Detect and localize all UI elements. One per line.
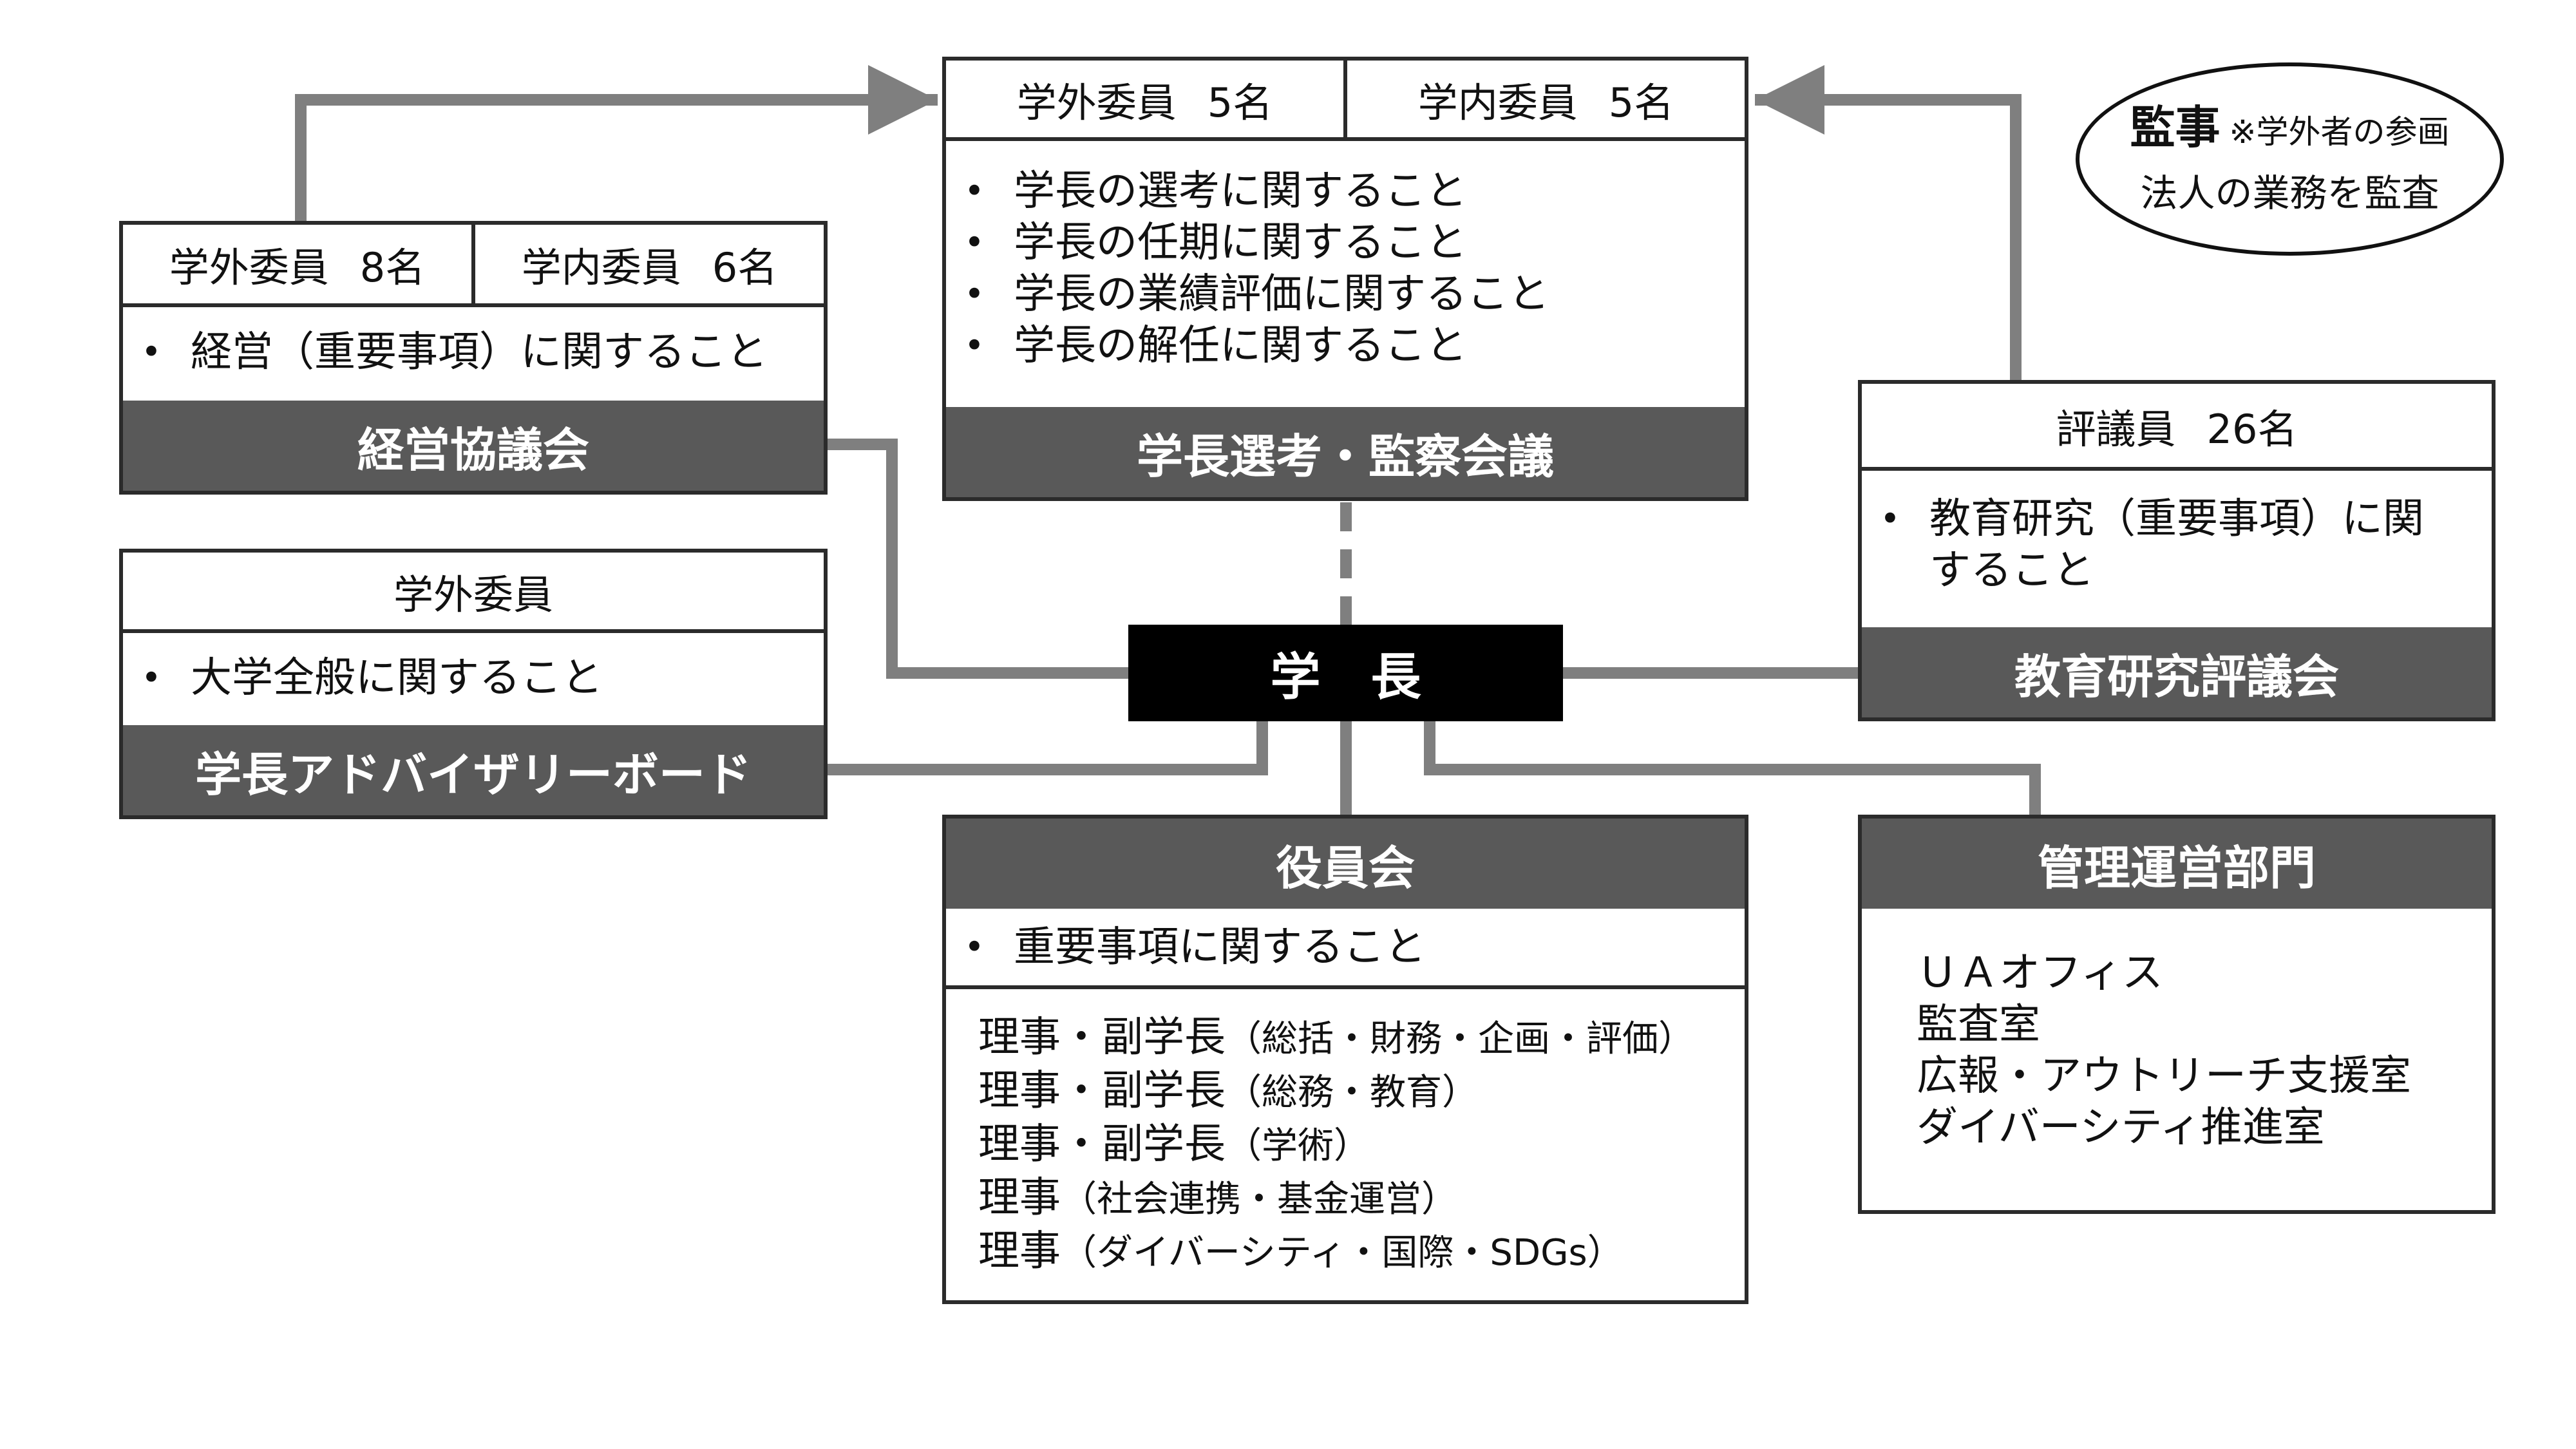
member-cell-external: 学外委員 5名 xyxy=(946,61,1343,137)
member-cell-internal: 学内委員 5名 xyxy=(1343,61,1745,137)
list-item: 学長の選考に関すること xyxy=(946,166,1745,217)
line-president-to-admin xyxy=(1424,721,2041,818)
member-role: 理事・副学長 xyxy=(978,1067,1226,1115)
member-count: 6名 xyxy=(712,244,778,291)
member-role: 理事 xyxy=(978,1227,1061,1275)
member-count: 26名 xyxy=(2206,405,2298,453)
education-council-items: 教育研究（重要事項）に関すること xyxy=(1862,471,2492,596)
list-item: 重要事項に関すること xyxy=(946,922,1745,973)
admin-dept-box: 管理運営部門 ＵＡオフィス 監査室 広報・アウトリーチ支援室 ダイバーシティ推進… xyxy=(1858,815,2496,1214)
member-cell-internal: 学内委員 6名 xyxy=(471,225,824,303)
line-advisory-to-president xyxy=(828,721,1268,775)
member-portfolio: （総務・教育） xyxy=(1226,1072,1478,1113)
member-line: 理事・副学長（総括・財務・企画・評価） xyxy=(978,1012,1694,1065)
advisory-board-box: 学外委員 大学全般に関すること 学長アドバイザリーボード xyxy=(119,549,828,819)
auditor-heading: 監事※学外者の参画 xyxy=(2130,100,2450,167)
management-council-title: 経営協議会 xyxy=(123,401,824,491)
management-council-members: 学外委員 8名 学内委員 6名 xyxy=(123,225,824,307)
education-council-box: 評議員 26名 教育研究（重要事項）に関すること 教育研究評議会 xyxy=(1858,380,2496,721)
member-line: 理事（社会連携・基金運営） xyxy=(978,1172,1694,1226)
management-council-items: 経営（重要事項）に関すること xyxy=(123,307,824,378)
arrow-education-to-selection xyxy=(1755,65,2022,380)
member-cell-external: 学外委員 8名 xyxy=(123,225,471,303)
member-portfolio: （学術） xyxy=(1226,1125,1370,1167)
arrow-management-to-selection xyxy=(295,65,938,222)
admin-dept-offices: ＵＡオフィス 監査室 広報・アウトリーチ支援室 ダイバーシティ推進室 xyxy=(1917,947,2411,1153)
auditor-note: ※学外者の参画 xyxy=(2229,113,2450,151)
president-box: 学 長 xyxy=(1128,625,1563,721)
advisory-board-items: 大学全般に関すること xyxy=(123,633,824,704)
member-portfolio: （社会連携・基金運営） xyxy=(1061,1179,1457,1220)
list-item: 学長の業績評価に関すること xyxy=(946,269,1745,320)
member-role: 理事 xyxy=(978,1174,1061,1222)
executive-board-items-row: 重要事項に関すること xyxy=(946,909,1745,989)
office-item: ダイバーシティ推進室 xyxy=(1917,1104,2325,1151)
member-line: 理事（ダイバーシティ・国際・SDGs） xyxy=(978,1226,1694,1279)
member-label: 学内委員 xyxy=(521,244,681,291)
member-cell: 評議員 26名 xyxy=(1862,384,2492,467)
member-label: 学内委員 xyxy=(1417,79,1578,126)
office-item: ＵＡオフィス xyxy=(1917,949,2163,997)
list-item: 学長の任期に関すること xyxy=(946,217,1745,269)
list-item: 大学全般に関すること xyxy=(123,652,824,704)
member-portfolio: （総括・財務・企画・評価） xyxy=(1226,1018,1694,1060)
management-council-box: 学外委員 8名 学内委員 6名 経営（重要事項）に関すること 経営協議会 xyxy=(119,221,828,495)
member-role: 理事・副学長 xyxy=(978,1121,1226,1168)
member-cell-external: 学外委員 xyxy=(393,571,553,618)
member-count: 5名 xyxy=(1207,79,1273,126)
auditor-ellipse: 監事※学外者の参画 法人の業務を監査 xyxy=(2076,62,2504,256)
list-item: 教育研究（重要事項）に関すること xyxy=(1862,493,2459,596)
executive-board-members: 理事・副学長（総括・財務・企画・評価） 理事・副学長（総務・教育） 理事・副学長… xyxy=(978,1012,1694,1279)
executive-board-box: 役員会 重要事項に関すること 理事・副学長（総括・財務・企画・評価） 理事・副学… xyxy=(942,815,1748,1304)
admin-dept-title: 管理運営部門 xyxy=(1862,819,2492,909)
office-item: 広報・アウトリーチ支援室 xyxy=(1917,1052,2411,1100)
member-role: 理事・副学長 xyxy=(978,1014,1226,1061)
selection-council-title: 学長選考・監察会議 xyxy=(946,407,1745,497)
selection-council-items: 学長の選考に関すること 学長の任期に関すること 学長の業績評価に関すること 学長… xyxy=(946,141,1745,372)
executive-board-title: 役員会 xyxy=(946,819,1745,909)
member-line: 理事・副学長（総務・教育） xyxy=(978,1065,1694,1119)
selection-council-members: 学外委員 5名 学内委員 5名 xyxy=(946,61,1745,141)
selection-council-box: 学外委員 5名 学内委員 5名 学長の選考に関すること 学長の任期に関すること 学長… xyxy=(942,57,1748,501)
member-label: 評議員 xyxy=(2056,405,2176,453)
education-council-members: 評議員 26名 xyxy=(1862,384,2492,471)
advisory-board-title: 学長アドバイザリーボード xyxy=(123,725,824,815)
member-count: 5名 xyxy=(1608,79,1674,126)
member-label: 学外委員 xyxy=(169,244,329,291)
executive-board-items: 重要事項に関すること xyxy=(946,922,1745,973)
office-item: 監査室 xyxy=(1917,1001,2040,1048)
list-item: 学長の解任に関すること xyxy=(946,320,1745,372)
auditor-description: 法人の業務を監査 xyxy=(2140,171,2439,215)
member-portfolio: （ダイバーシティ・国際・SDGs） xyxy=(1061,1232,1624,1274)
member-line: 理事・副学長（学術） xyxy=(978,1119,1694,1172)
list-item: 経営（重要事項）に関すること xyxy=(123,327,824,378)
education-council-title: 教育研究評議会 xyxy=(1862,627,2492,717)
member-label: 学外委員 xyxy=(1016,79,1177,126)
president-title: 学 長 xyxy=(1270,649,1421,706)
advisory-board-members: 学外委員 xyxy=(123,553,824,633)
member-count: 8名 xyxy=(359,244,426,291)
line-management-to-president xyxy=(824,439,1133,679)
auditor-title: 監事 xyxy=(2130,100,2221,154)
